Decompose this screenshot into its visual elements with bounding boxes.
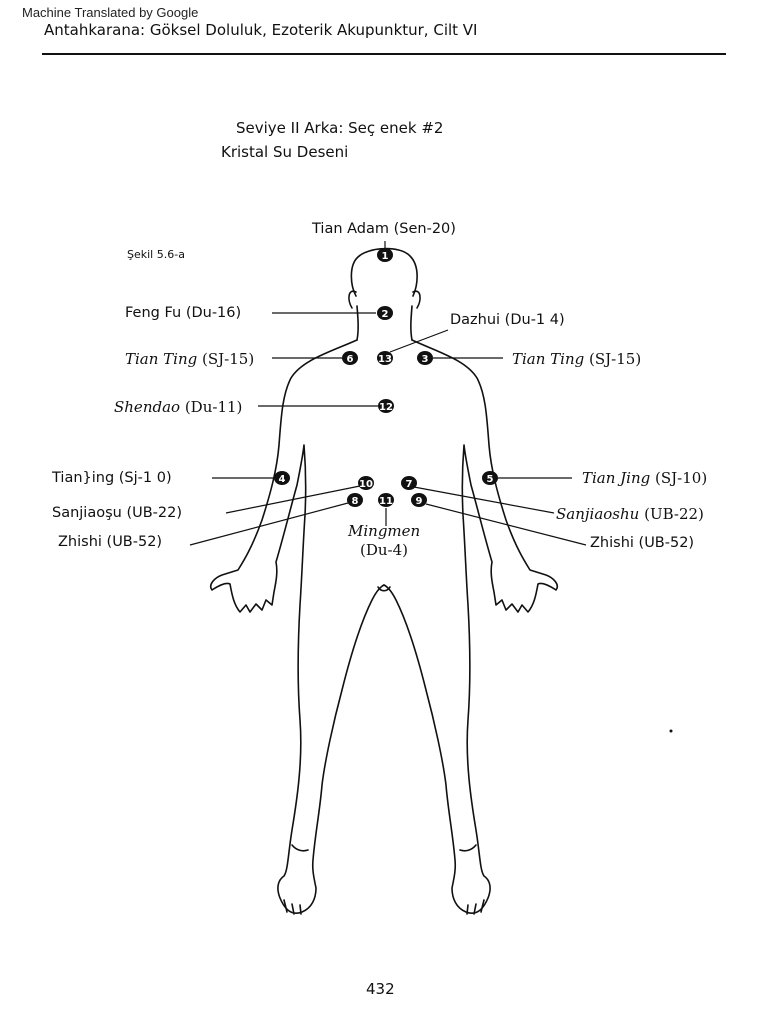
point-1: 1 (377, 248, 393, 262)
right-knee-line (459, 844, 477, 852)
label-shendao: Shendao (Du-11) (114, 398, 242, 416)
point-8: 8 (347, 493, 363, 507)
leader-7 (413, 486, 555, 514)
label-zhishi-left: Zhishi (UB-52) (58, 534, 163, 550)
svg-text:6: 6 (347, 354, 354, 365)
label-shendao-name: Shendao (114, 398, 181, 416)
svg-text:4: 4 (279, 474, 286, 485)
svg-text:2: 2 (382, 309, 389, 320)
svg-text:9: 9 (416, 496, 423, 507)
label-tian-ting-left-name: Tian Ting (125, 350, 198, 368)
header-rule (42, 53, 726, 55)
point-10: 10 (358, 476, 374, 490)
label-sanjiaosu-left: Sanjiaoşu (UB-22) (52, 505, 183, 521)
page-number: 432 (366, 980, 395, 998)
label-feng-fu: Feng Fu (Du-16) (125, 305, 242, 321)
leader-lines (189, 241, 587, 546)
label-tian-ting-right-name: Tian Ting (512, 350, 585, 368)
svg-text:5: 5 (487, 474, 494, 485)
label-tian-ting-left: Tian Ting (SJ-15) (125, 350, 254, 368)
label-tian-jing-right: Tian Jing (SJ-10) (582, 469, 707, 487)
neck-left (356, 305, 359, 341)
point-5: 5 (482, 471, 498, 485)
right-ear (412, 290, 421, 309)
label-tian-ting-left-code: (SJ-15) (197, 350, 255, 368)
point-12: 12 (378, 399, 394, 413)
point-13: 13 (377, 351, 393, 365)
body-outline (209, 247, 559, 915)
svg-text:1: 1 (382, 251, 389, 262)
gluteal-cleft (377, 586, 391, 592)
point-11: 11 (378, 493, 394, 507)
label-tian-jing-right-code: (SJ-10) (650, 469, 708, 487)
book-header: Antahkarana: Göksel Doluluk, Ezoterik Ak… (44, 21, 478, 39)
left-side (209, 339, 385, 914)
svg-text:12: 12 (379, 402, 393, 413)
machine-translated-note: Machine Translated by Google (22, 5, 199, 20)
svg-text:3: 3 (422, 354, 429, 365)
point-4: 4 (274, 471, 290, 485)
left-foot-toes (283, 899, 302, 915)
svg-text:10: 10 (359, 479, 373, 490)
diagram-title: Seviye II Arka: Seç enek #2 (236, 119, 444, 137)
label-tian-jing-right-name: Tian Jing (582, 469, 651, 487)
neck-right (410, 305, 413, 341)
left-knee-line (291, 844, 309, 852)
diagram-subtitle: Kristal Su Deseni (221, 143, 349, 161)
point-7: 7 (401, 476, 417, 490)
label-tianjing-left: Tian}ing (Sj-1 0) (52, 470, 172, 486)
left-ear (348, 290, 357, 309)
acupoints: 1 2 13 6 3 12 4 5 10 7 8 11 9 (274, 248, 498, 507)
label-sanjiaoshu-right: Sanjiaoshu (UB-22) (556, 505, 704, 523)
label-shendao-code: (Du-11) (180, 398, 243, 416)
svg-text:8: 8 (352, 496, 359, 507)
svg-text:13: 13 (378, 354, 392, 365)
point-6: 6 (342, 351, 358, 365)
label-tian-ting-right: Tian Ting (SJ-15) (512, 350, 641, 368)
label-sanjiaoshu-right-code: (UB-22) (639, 505, 704, 523)
label-mingmen-name: Mingmen (348, 522, 421, 540)
leader-9 (425, 503, 587, 546)
leader-13 (389, 329, 449, 353)
label-sanjiaoshu-right-name: Sanjiaoshu (556, 505, 640, 523)
label-mingmen-code: (Du-4) (360, 541, 409, 559)
right-side (383, 339, 559, 914)
right-foot-toes (466, 899, 485, 915)
svg-text:7: 7 (406, 479, 413, 490)
label-zhishi-right: Zhishi (UB-52) (590, 535, 695, 551)
point-3: 3 (417, 351, 433, 365)
svg-text:11: 11 (379, 496, 393, 507)
point-2: 2 (377, 306, 393, 320)
label-tian-ting-right-code: (SJ-15) (584, 350, 642, 368)
label-dazhui: Dazhui (Du-1 4) (450, 312, 565, 328)
leader-8 (189, 502, 349, 546)
speck (669, 729, 673, 733)
point-9: 9 (411, 493, 427, 507)
figure-label: Şekil 5.6-a (127, 248, 185, 261)
leader-10 (225, 485, 361, 514)
label-tian-adam: Tian Adam (Sen-20) (312, 221, 456, 237)
